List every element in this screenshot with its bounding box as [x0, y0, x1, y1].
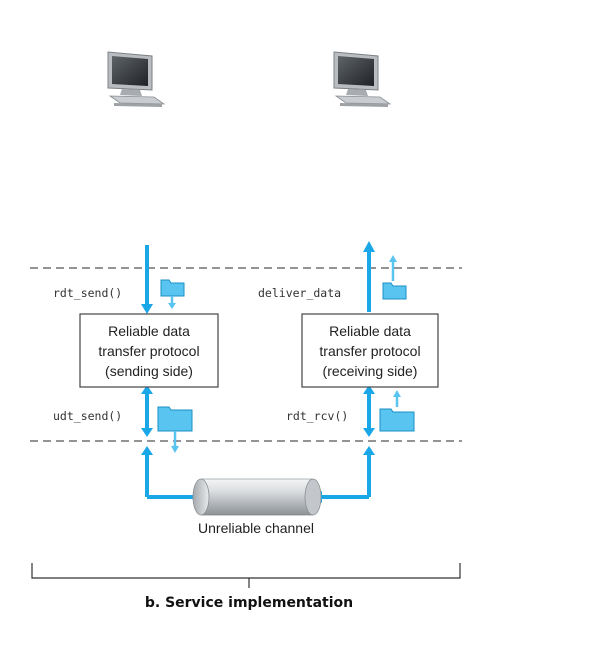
receiver-box-line-3: (receiving side) [323, 363, 418, 379]
packet-icon [379, 390, 415, 432]
caption-bracket [31, 563, 461, 588]
rdt-send-label: rdt_send() [53, 286, 122, 300]
unreliable-channel-pipe [192, 478, 322, 516]
rdt-rcv-label: rdt_rcv() [286, 409, 348, 423]
sender-box-line-3: (sending side) [105, 363, 193, 379]
receiver-box-line-1: Reliable data [329, 323, 411, 339]
caption-text: b. Service implementation [145, 595, 353, 611]
receiver-box-line-2: transfer protocol [319, 343, 420, 359]
packet-icon [382, 255, 407, 300]
channel-label: Unreliable channel [198, 520, 314, 536]
sender-box-line-2: transfer protocol [98, 343, 199, 359]
computer-icon [333, 51, 392, 107]
packet-icon [160, 279, 185, 309]
sender-box-line-1: Reliable data [108, 323, 190, 339]
receiver-arrows [313, 241, 375, 503]
receiver-protocol-box: Reliable data transfer protocol (receivi… [301, 313, 439, 388]
packet-icon [157, 406, 193, 453]
sender-protocol-box: Reliable data transfer protocol (sending… [79, 313, 219, 388]
udt-send-label: udt_send() [53, 409, 122, 423]
computer-icon [107, 51, 166, 107]
deliver-data-label: deliver_data [258, 286, 341, 300]
